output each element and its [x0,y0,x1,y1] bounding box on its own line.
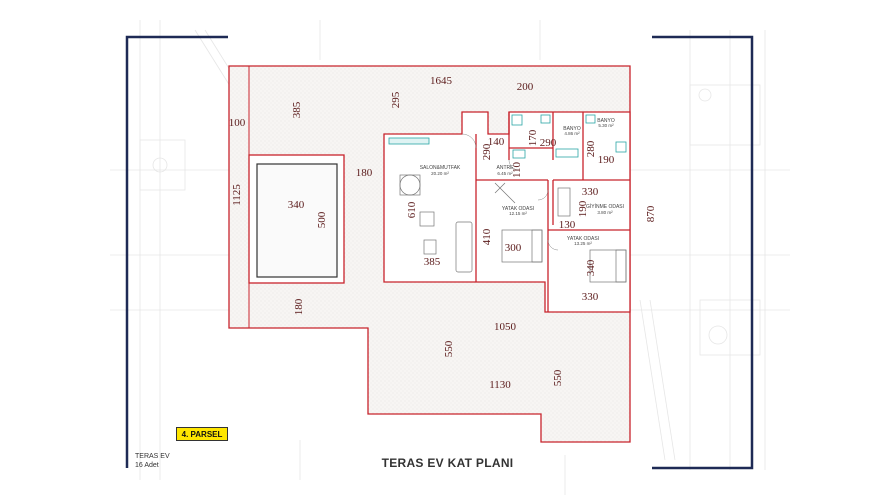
dim-right-height: 870 [645,205,657,222]
parcel-badge: 4. PARSEL [176,427,228,441]
fixtures [388,114,627,159]
dim-giy-130: 130 [559,219,576,231]
furniture [399,174,627,283]
dim-pool-length: 500 [316,211,328,228]
dim-pool-gap: 180 [356,167,373,179]
room-antre-area: 6.45 m² [497,171,513,176]
unit-count: 16 Adet [135,462,159,469]
background-site-lines [110,20,790,495]
dim-pool-offset: 385 [291,101,303,118]
room-yatak1-name: YATAK ODASI [502,206,534,212]
room-banyo2-name: BANYO [597,118,615,124]
frame-brackets [125,35,754,470]
room-banyo1-area: 4.86 m² [564,131,580,136]
dim-bath2-280: 280 [585,140,597,157]
house-type: TERAS EV [135,453,170,460]
room-banyo1-name: BANYO [563,126,581,132]
pool-inner [256,163,338,278]
dim-lower-180: 180 [293,298,305,315]
dim-lower-550a: 550 [443,340,455,357]
room-giyinme-area: 3.80 m² [597,210,613,215]
dim-giy-190: 190 [577,200,589,217]
room-banyo2-area: 5.30 m² [598,123,614,128]
dim-yatak2-340: 340 [585,259,597,276]
dim-pool-width: 340 [288,199,305,211]
dim-giy-330: 330 [582,186,599,198]
room-giyinme-name: GİYİNME ODASI [586,203,624,210]
dim-lower-550b: 550 [552,369,564,386]
dim-entry-w: 140 [488,136,505,148]
dim-entry-h: 290 [481,143,493,160]
dim-left-strip: 100 [229,117,246,129]
dim-salon-depth: 610 [406,201,418,218]
dimension-labels: 1645 200 100 385 295 1125 180 340 500 61… [229,75,657,391]
dim-yatak2-330: 330 [582,291,599,303]
dim-bath-290: 290 [540,137,557,149]
door-swings [461,133,559,251]
room-antre-name: ANTRE [497,165,515,171]
dim-bath2-190: 190 [598,154,615,166]
room-yatak2-name: YATAK ODASI [567,236,599,242]
dim-top-right: 200 [517,81,534,93]
room-yatak2-area: 13.25 m² [574,241,592,246]
dim-salon-width: 385 [424,256,441,268]
room-yatak1-area: 12.15 m² [509,211,527,216]
dim-top-width: 1645 [430,75,453,87]
dim-lower-width: 1050 [494,321,517,333]
dim-house-offset: 295 [390,91,402,108]
room-labels: SALON&MUTFAK 20.20 m² ANTRE 6.45 m² YATA… [420,118,624,246]
dim-yatak1-width: 300 [505,242,522,254]
plan-title: TERAS EV KAT PLANI [381,456,514,470]
room-salon-name: SALON&MUTFAK [420,165,461,171]
dim-yatak1-depth: 410 [481,228,493,245]
dim-antre-110: 110 [511,161,523,178]
house-type-label: TERAS EV 16 Adet [135,452,170,470]
dim-left-height: 1125 [231,184,243,206]
dim-bath-170: 170 [527,129,539,146]
dim-bottom-width: 1130 [489,379,511,391]
interior-walls [475,112,630,312]
room-salon-area: 20.20 m² [431,171,449,176]
